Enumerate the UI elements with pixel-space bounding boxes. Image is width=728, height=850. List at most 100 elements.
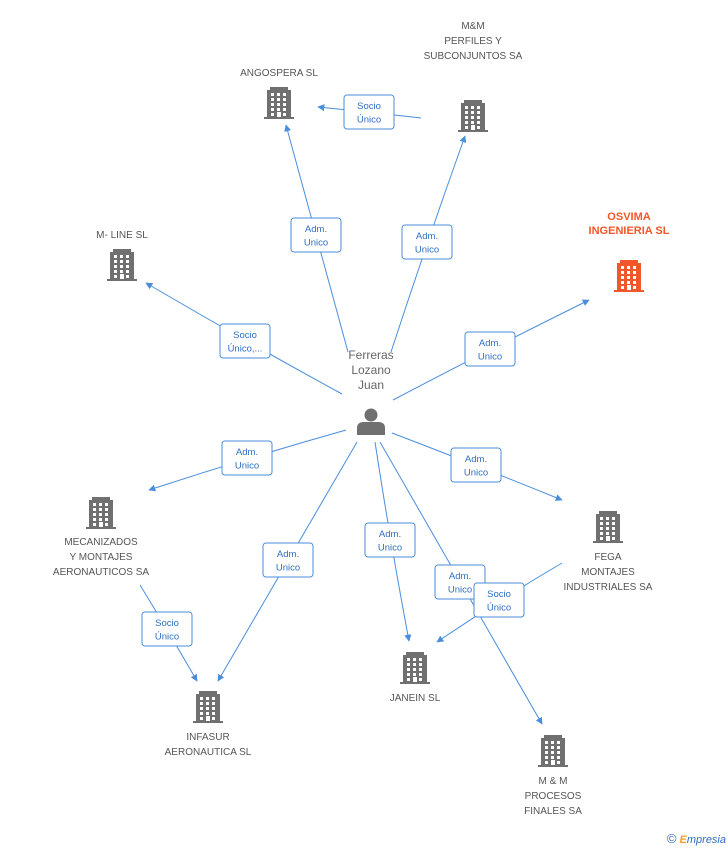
- building-window: [419, 663, 422, 666]
- building-door: [627, 285, 631, 290]
- building-window: [200, 717, 203, 720]
- building-roof: [599, 511, 617, 515]
- company-name-line: M & M: [539, 776, 568, 787]
- relation-label-box: [141, 611, 193, 647]
- relation-label[interactable]: Adm.Unico: [221, 440, 273, 476]
- relation-label-line: Socio: [155, 618, 179, 629]
- building-window: [126, 260, 129, 263]
- relation-label-line: Único: [487, 603, 511, 614]
- building-window: [99, 503, 102, 506]
- building-door: [606, 536, 610, 541]
- building-base: [264, 117, 294, 119]
- building-icon: [264, 87, 294, 119]
- edge-person-mm-procesos: Adm.Unico: [379, 441, 543, 725]
- building-window: [114, 265, 117, 268]
- company-node-janein[interactable]: JANEIN SL: [390, 652, 441, 704]
- brand-name: mpresia: [686, 834, 726, 846]
- edge-person-fega: Adm.Unico: [391, 432, 563, 501]
- building-window: [407, 673, 410, 676]
- copyright-symbol: ©: [666, 831, 677, 846]
- building-window: [283, 103, 286, 106]
- building-window: [633, 276, 636, 279]
- company-name-line: SUBCONJUNTOS SA: [424, 51, 523, 62]
- building-window: [413, 668, 416, 671]
- building-window: [206, 707, 209, 710]
- building-window: [105, 503, 108, 506]
- building-icon: [400, 652, 430, 684]
- building-window: [545, 746, 548, 749]
- building-window: [477, 126, 480, 129]
- building-window: [612, 517, 615, 520]
- building-window: [99, 518, 102, 521]
- building-icon: [593, 511, 623, 543]
- footer-credit[interactable]: © Empresia: [667, 831, 726, 846]
- building-window: [407, 668, 410, 671]
- building-base: [593, 541, 623, 543]
- relation-label-line: Adm.: [277, 549, 299, 560]
- building-window: [277, 103, 280, 106]
- building-window: [621, 286, 624, 289]
- relation-label-box: [450, 447, 502, 483]
- building-window: [600, 522, 603, 525]
- relation-label-box: [364, 522, 416, 558]
- building-window: [99, 513, 102, 516]
- building-window: [465, 126, 468, 129]
- relation-label[interactable]: SocioÚnico,...: [219, 323, 271, 359]
- building-window: [545, 751, 548, 754]
- building-window: [114, 255, 117, 258]
- company-node-angospera[interactable]: ANGOSPERA SL: [240, 68, 318, 119]
- building-window: [557, 751, 560, 754]
- building-door: [120, 274, 124, 279]
- building-window: [200, 702, 203, 705]
- edge-person-mline: SocioÚnico,...: [145, 282, 343, 395]
- company-name-line: INFASUR: [186, 732, 229, 743]
- building-window: [212, 702, 215, 705]
- company-name-line: FEGA: [594, 552, 622, 563]
- building-window: [633, 271, 636, 274]
- building-window: [606, 527, 609, 530]
- company-node-mline[interactable]: M- LINE SL: [96, 230, 148, 281]
- building-window: [407, 658, 410, 661]
- building-window: [465, 106, 468, 109]
- person-body: [357, 422, 385, 435]
- person-name-line: Juan: [358, 378, 384, 392]
- building-window: [551, 746, 554, 749]
- edge-person-infasur: Adm.Unico: [217, 441, 358, 682]
- building-window: [471, 121, 474, 124]
- building-window: [126, 270, 129, 273]
- relation-label-box: [219, 323, 271, 359]
- company-name-line: M- LINE SL: [96, 230, 148, 241]
- relation-label[interactable]: Adm.Unico: [464, 331, 516, 367]
- relation-label[interactable]: Adm.Unico: [450, 447, 502, 483]
- building-window: [606, 532, 609, 535]
- relation-label[interactable]: Adm.Unico: [262, 542, 314, 578]
- building-window: [126, 265, 129, 268]
- building-window: [419, 658, 422, 661]
- relation-label[interactable]: Adm.Unico: [401, 224, 453, 260]
- company-name-line: FINALES SA: [524, 806, 582, 817]
- building-door: [206, 716, 210, 721]
- company-name-line: ANGOSPERA SL: [240, 68, 318, 79]
- company-node-infasur[interactable]: INFASUR AERONAUTICA SL: [165, 691, 252, 758]
- edge-person-mm-perfiles: Adm.Unico: [390, 135, 467, 353]
- relation-label-line: Adm.: [236, 447, 258, 458]
- building-door: [277, 112, 281, 117]
- building-icon: [107, 249, 137, 281]
- edge-person-angospera: Adm.Unico: [284, 124, 349, 353]
- relation-label[interactable]: Adm.Unico: [364, 522, 416, 558]
- building-window: [413, 673, 416, 676]
- relation-label[interactable]: Adm.Unico: [434, 564, 486, 600]
- building-window: [465, 121, 468, 124]
- company-name-line: AERONAUTICA SL: [165, 747, 252, 758]
- relation-label[interactable]: Adm.Unico: [290, 217, 342, 253]
